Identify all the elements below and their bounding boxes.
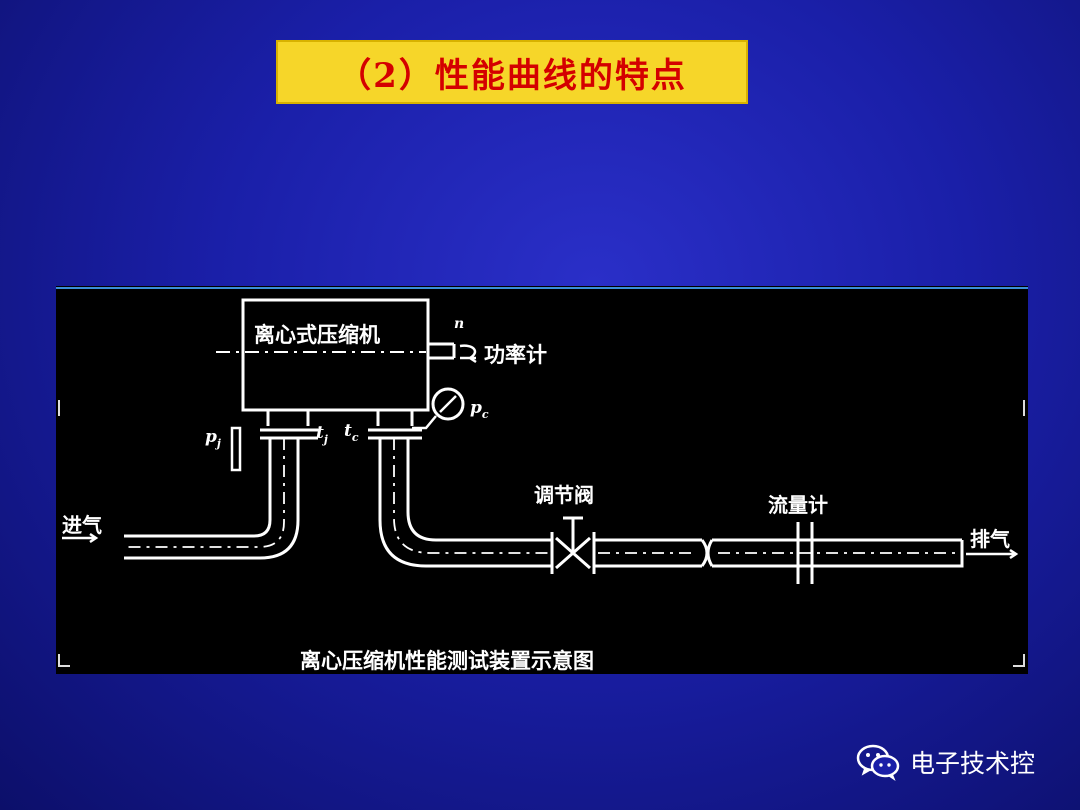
watermark: 电子技术控	[856, 742, 1035, 782]
outlet-pressure-subscript: c	[482, 408, 489, 421]
compressor-label: 离心式压缩机	[254, 322, 380, 347]
exhaust-arrow	[966, 548, 1019, 560]
outlet-temp-subscript: c	[352, 431, 359, 444]
pressure-gauge	[431, 387, 465, 421]
intake-arrow	[62, 532, 99, 544]
diagram-caption: 离心压缩机性能测试装置示意图	[300, 648, 594, 673]
valve-stem	[563, 516, 583, 553]
frame-marks	[58, 400, 1025, 667]
gauge-needle	[439, 395, 457, 413]
shaft-arrow	[459, 344, 477, 364]
slide-title-box: （2）性能曲线的特点	[276, 40, 748, 104]
outlet-temp-symbol: tc	[344, 421, 359, 444]
outlet-temp-letter: t	[344, 421, 352, 441]
speed-symbol: n	[454, 316, 464, 332]
inlet-pipe	[124, 438, 300, 560]
flowmeter-orifice	[796, 522, 814, 584]
inlet-pressure-subscript: j	[215, 437, 221, 450]
outlet-pipe	[378, 438, 552, 568]
inlet-flange	[260, 410, 318, 440]
valve-label: 调节阀	[534, 483, 594, 507]
inlet-pressure-tap	[230, 426, 242, 472]
inlet-temp-letter: t	[316, 423, 324, 443]
inlet-temp-symbol: tj	[316, 423, 328, 446]
outlet-flange	[368, 410, 422, 440]
compressor-box	[241, 298, 430, 412]
inlet-temp-subscript: j	[322, 433, 328, 446]
flowmeter-label: 流量计	[768, 493, 828, 517]
compressor-test-diagram: 离心式压缩机 功率计 n pj tj tc pc 进气 调节阀 流量计 排气 离…	[56, 286, 1028, 674]
shaft	[428, 342, 456, 360]
outlet-pressure-letter: p	[470, 398, 482, 418]
slide-title: （2）性能曲线的特点	[337, 55, 687, 96]
exhaust-label: 排气	[970, 527, 1010, 551]
outlet-pressure-symbol: pc	[470, 398, 489, 421]
diagram-background	[56, 286, 1028, 674]
intake-label: 进气	[62, 513, 102, 537]
wechat-icon	[856, 744, 900, 781]
watermark-text: 电子技术控	[910, 749, 1036, 778]
outlet-centerline	[393, 438, 552, 554]
inlet-pressure-symbol: pj	[205, 427, 221, 450]
power-meter-label: 功率计	[484, 342, 547, 367]
inlet-centerline	[126, 438, 285, 548]
gauge-tap-line	[412, 415, 437, 430]
flowmeter-pipe	[706, 538, 964, 568]
inlet-pressure-letter: p	[205, 427, 217, 447]
